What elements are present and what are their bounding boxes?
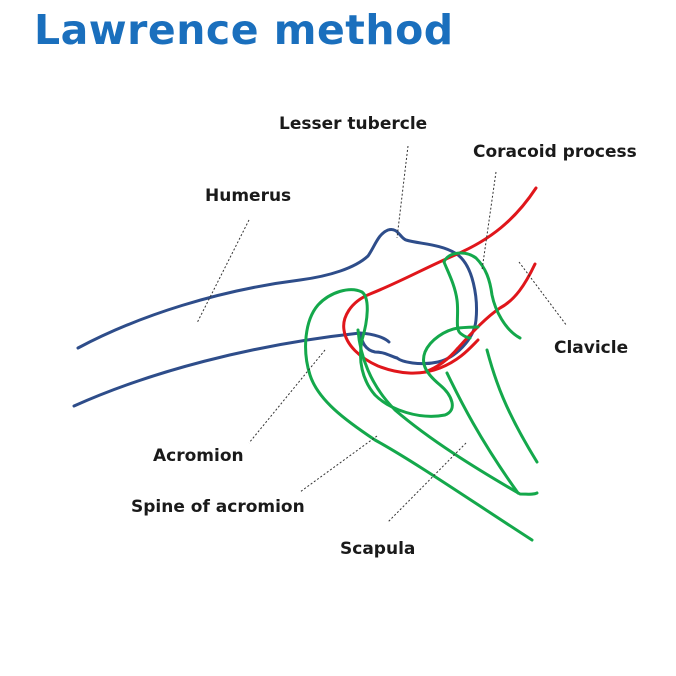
coracoid-process-outline (442, 251, 522, 340)
humerus-upper-outline (76, 228, 478, 366)
acromion-outline (304, 288, 534, 542)
leader-spine-of-acromion (299, 435, 378, 493)
leader-coracoid-process (481, 171, 497, 271)
clavicle-upper-edge (342, 186, 538, 375)
humerus-lower-outline (72, 331, 391, 408)
leader-clavicle (518, 261, 568, 327)
clavicle-lower-edge (423, 262, 537, 374)
leader-lesser-tubercle (396, 145, 409, 239)
label-coracoid-process: Coracoid process (473, 142, 637, 162)
scapula-inner-line (445, 371, 520, 495)
label-lesser-tubercle: Lesser tubercle (279, 114, 428, 134)
leader-acromion (248, 349, 326, 444)
spine-of-acromion (356, 328, 539, 496)
leader-scapula (387, 442, 467, 523)
scapula-border-line (485, 348, 539, 464)
page-title: Lawrence method (34, 6, 454, 54)
leader-humerus (196, 219, 250, 324)
label-spine-of-acromion: Spine of acromion (131, 497, 305, 517)
label-scapula: Scapula (340, 539, 416, 559)
label-humerus: Humerus (205, 186, 292, 206)
label-acromion: Acromion (153, 446, 244, 466)
label-clavicle: Clavicle (554, 338, 629, 358)
